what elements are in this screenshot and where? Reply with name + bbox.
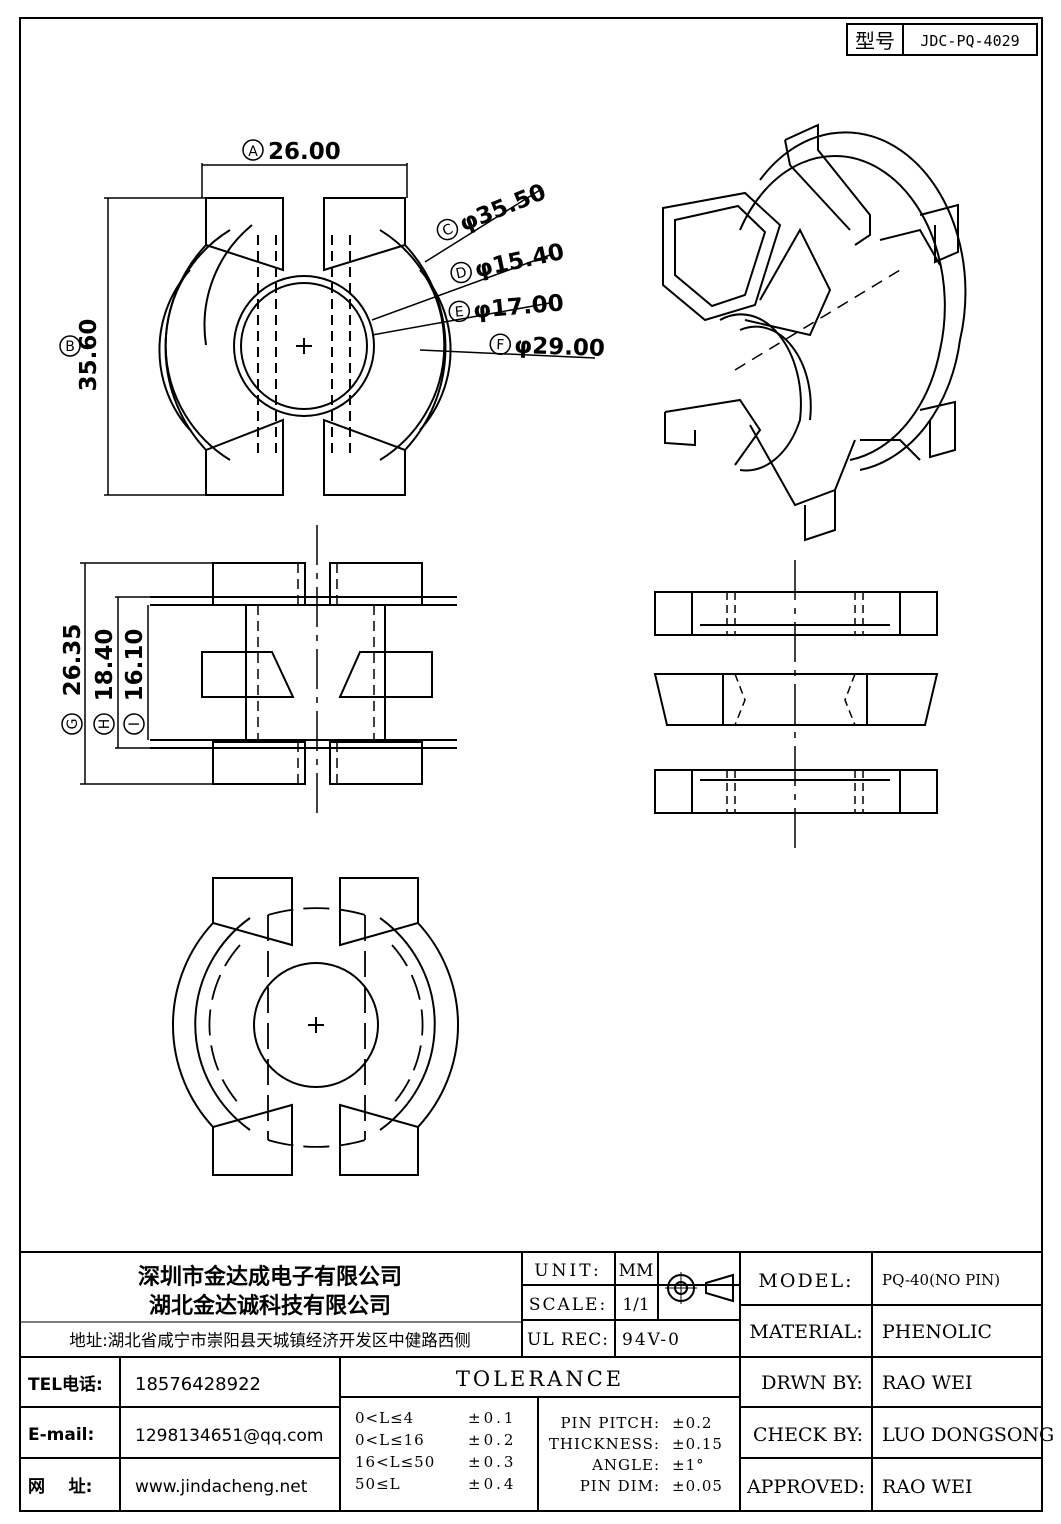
approved-value: RAO WEI [882,1476,973,1498]
part-number-box: 型号 JDC-PQ-4029 [846,23,1038,56]
dim-g-letter: G [65,719,81,730]
dim-c-value: φ35.50 [456,179,550,237]
email-value: 1298134651@qq.com [135,1426,323,1446]
tolerance-title: TOLERANCE [456,1367,624,1391]
tol-range-3: 16<L≤50 [355,1453,435,1471]
tol-range-4: 50≤L [355,1475,401,1493]
tol-range-1: 0<L≤4 [355,1409,414,1427]
check-label: CHECK BY: [753,1424,863,1446]
unit-value: MM [619,1261,654,1281]
approved-label: APPROVED: [746,1476,865,1498]
part-number-label: 型号 [855,29,895,53]
company-name-2: 湖北金达诚科技有限公司 [149,1293,391,1319]
param-tol-1: ±0.2 [672,1414,712,1432]
tol-range-2: 0<L≤16 [355,1431,425,1449]
model-label: MODEL: [758,1270,853,1292]
spec-block: UNIT: MM SCALE: 1/1 UL REC: 94V-0 [527,1261,681,1350]
tel-label: TEL电话: [28,1374,103,1395]
tol-value-2: ±0.2 [468,1431,516,1449]
dim-g-value: 26.35 [60,624,86,697]
sheet-border [19,17,1043,1512]
dim-e-letter: E [454,304,464,321]
tolerance-block: TOLERANCE 0<L≤4 ±0.1 0<L≤16 ±0.2 16<L≤50… [355,1367,723,1495]
drawn-label: DRWN BY: [761,1372,863,1394]
dim-i-value: 16.10 [122,629,148,702]
title-block [20,1251,1042,1511]
scale-label: SCALE: [529,1295,607,1315]
unit-label: UNIT: [534,1261,601,1281]
company-address: 地址:湖北省咸宁市崇阳县天城镇经济开发区中健路西侧 [69,1331,471,1350]
check-value: LUO DONGSONG [882,1424,1054,1446]
contact-block: TEL电话: 18576428922 E-mail: 1298134651@qq… [28,1374,323,1497]
param-name-1: PIN PITCH: [560,1414,660,1432]
ul-value: 94V-0 [622,1330,681,1350]
model-block: MODEL: PQ-40(NO PIN) MATERIAL: PHENOLIC … [746,1270,1054,1498]
ul-label: UL REC: [527,1330,609,1350]
web-value: www.jindacheng.net [135,1477,308,1497]
tol-value-3: ±0.3 [468,1453,516,1471]
dim-a-letter: A [248,144,258,160]
tol-value-1: ±0.1 [468,1409,516,1427]
dim-h-value: 18.40 [92,629,118,702]
isometric-view [662,123,967,542]
web-label: 网 址: [28,1477,92,1497]
tel-value: 18576428922 [135,1374,261,1395]
company-block: 深圳市金达成电子有限公司 湖北金达诚科技有限公司 地址:湖北省咸宁市崇阳县天城镇… [69,1264,471,1350]
param-tol-2: ±0.15 [672,1435,723,1453]
email-label: E-mail: [28,1425,94,1445]
tol-value-4: ±0.4 [468,1475,516,1493]
side-view [80,525,457,820]
scale-value: 1/1 [622,1295,649,1315]
material-label: MATERIAL: [749,1321,862,1343]
dim-d-value: φ15.40 [472,239,566,283]
dim-a-value: 26.00 [268,139,341,165]
part-number-value: JDC-PQ-4029 [920,32,1019,50]
side-view-dims: 26.35 G 18.40 H 16.10 I [60,624,148,735]
section-views [653,560,939,850]
dim-e-value: φ17.00 [472,290,565,324]
company-name-1: 深圳市金达成电子有限公司 [138,1264,402,1290]
dim-d-letter: D [454,265,468,283]
dim-i-letter: I [127,722,143,726]
dim-h-letter: H [97,719,113,730]
drawn-value: RAO WEI [882,1372,973,1394]
param-tol-4: ±0.05 [672,1477,723,1495]
dim-b-letter: B [65,339,75,355]
bottom-view [171,877,460,1176]
material-value: PHENOLIC [882,1321,992,1343]
model-value: PQ-40(NO PIN) [882,1271,1000,1289]
param-name-3: ANGLE: [591,1456,660,1474]
param-tol-3: ±1° [672,1456,705,1474]
dim-f-value: φ29.00 [514,333,606,362]
top-view [104,163,596,496]
dim-f-letter: F [496,337,505,353]
dim-b-value: 35.60 [76,319,102,392]
projection-symbol-icon [665,1272,734,1304]
param-name-4: PIN DIM: [580,1477,660,1495]
param-name-2: THICKNESS: [549,1435,660,1453]
